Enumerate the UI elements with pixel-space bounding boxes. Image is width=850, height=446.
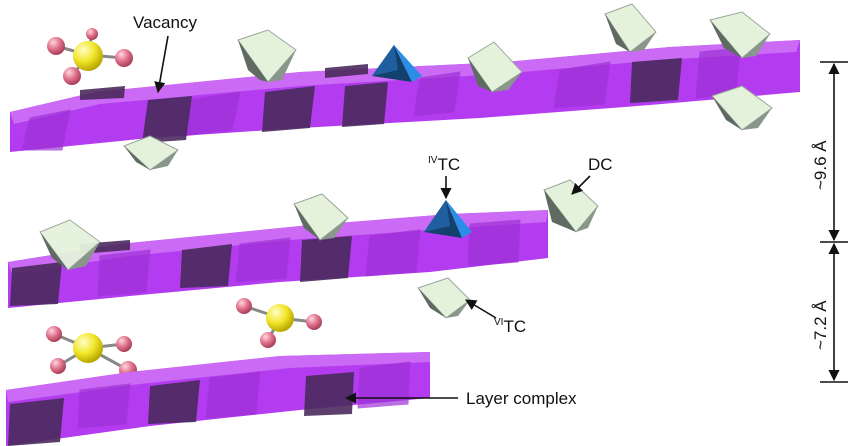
dimension-markers bbox=[820, 61, 848, 383]
vacancy-site bbox=[180, 244, 232, 288]
octahedron-top-3 bbox=[604, 3, 657, 53]
vacancy-site bbox=[630, 58, 682, 103]
vacancy-site bbox=[10, 262, 62, 306]
vacancy-site bbox=[304, 372, 354, 416]
octahedron-below-top-left bbox=[123, 135, 179, 171]
vacancy-site bbox=[342, 82, 388, 127]
vacancy-site bbox=[148, 380, 200, 424]
sulfate-top-left bbox=[47, 28, 133, 85]
octahedron-middle-center bbox=[293, 193, 349, 241]
vi-tc-label: VITC bbox=[494, 317, 526, 336]
top-layer bbox=[10, 40, 800, 152]
octahedron-dc bbox=[543, 179, 599, 233]
octahedron-top-1 bbox=[237, 29, 297, 83]
vacancy-site bbox=[262, 86, 315, 132]
tetrahedron-middle bbox=[424, 200, 472, 238]
vacancy-label: Vacancy bbox=[133, 13, 197, 32]
octahedron-top-4 bbox=[709, 11, 771, 59]
top-layer-top-face bbox=[10, 40, 800, 124]
octahedron-below-top-right bbox=[711, 85, 773, 131]
dc-label: DC bbox=[588, 155, 613, 174]
bottom-layer-top-face bbox=[6, 352, 430, 402]
middle-layer bbox=[8, 210, 548, 308]
octahedron-vitc bbox=[417, 277, 471, 319]
top-layer-facets bbox=[21, 47, 741, 151]
octahedron-top-2 bbox=[467, 41, 523, 93]
sulfate-middle-left bbox=[46, 326, 137, 379]
octahedron-middle-left bbox=[39, 219, 101, 271]
tetrahedron-top bbox=[372, 45, 422, 82]
layer-complex-label: Layer complex bbox=[466, 389, 577, 408]
vacancy-site bbox=[325, 64, 368, 78]
middle-layer-facets bbox=[97, 219, 521, 297]
bottom-layer bbox=[6, 352, 430, 446]
interlayer-distance-top: ~9.6 Å bbox=[811, 140, 830, 190]
sulfate-middle-center bbox=[236, 298, 322, 348]
bottom-layer-facets bbox=[77, 361, 411, 429]
vacancy-site bbox=[80, 86, 125, 100]
iv-tc-label: IVTC bbox=[428, 155, 460, 174]
annotations: Vacancy IVTC DC VITC Layer complex ~9.6 … bbox=[133, 13, 848, 408]
vacancy-site bbox=[142, 96, 192, 143]
vacancy-site bbox=[300, 236, 352, 282]
interlayer-distance-bottom: ~7.2 Å bbox=[811, 300, 830, 350]
vacancy-site bbox=[8, 398, 64, 446]
middle-layer-top-face bbox=[8, 210, 548, 274]
